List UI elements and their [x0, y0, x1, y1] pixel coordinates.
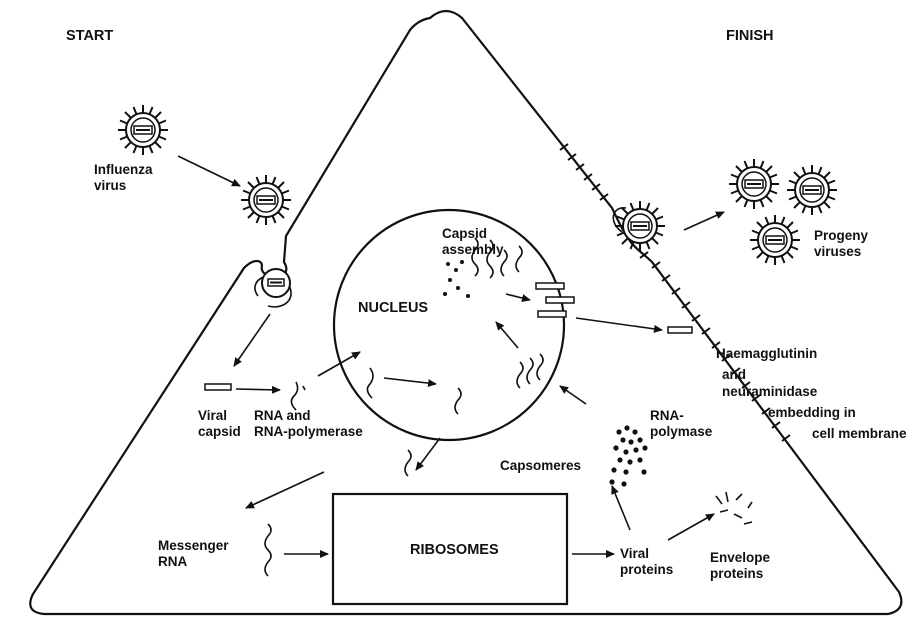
envelope-proteins-label-line2: proteins — [710, 566, 763, 581]
progeny-virus-icon-1 — [728, 158, 780, 210]
cell-triangle — [29, 9, 903, 616]
nucleus-circle — [332, 208, 566, 442]
membrane-spikes-upper — [559, 143, 609, 201]
viral-proteins-label-line1: Viral — [620, 546, 649, 561]
finish-label: FINISH — [726, 28, 774, 44]
rna-strands — [264, 237, 544, 577]
influenza-virus-icon — [117, 104, 169, 156]
envelope-proteins-label-line1: Envelope — [710, 550, 771, 565]
rna-polymerase-label-line2: RNA-polymerase — [254, 424, 363, 439]
progeny-virus-icon-3 — [749, 214, 801, 266]
progeny-virus-icon-2 — [786, 164, 838, 216]
endosome-icon — [261, 268, 291, 298]
capsomere-dots — [609, 425, 648, 487]
influenza-label-line1: Influenza — [94, 162, 153, 177]
haem-label-line5: cell membrane — [812, 426, 907, 441]
haem-label-line4: embedding in — [768, 405, 856, 420]
messenger-rna-label-line1: Messenger — [158, 538, 229, 553]
haem-label-line1: Haemagglutinin — [716, 346, 817, 361]
influenza-label-line2: virus — [94, 178, 126, 193]
progeny-label-line1: Progeny — [814, 228, 869, 243]
messenger-rna-label-line2: RNA — [158, 554, 187, 569]
assembled-capsids-icon — [535, 282, 575, 318]
membrane-spikes-lower — [639, 251, 791, 442]
attaching-virus-icon — [240, 174, 292, 226]
rna-polymerase-label-line1: RNA and — [254, 408, 311, 423]
viral-capsid-icon — [204, 383, 232, 391]
flow-arrows — [177, 155, 725, 558]
capsid-assembly-dots — [443, 260, 470, 298]
viral-capsid-label-line1: Viral — [198, 408, 227, 423]
membrane-protein-icon — [667, 326, 693, 334]
ribosomes-label: RIBOSOMES — [410, 542, 499, 558]
envelope-protein-marks — [715, 491, 753, 525]
ribosomes-box — [331, 492, 569, 606]
haem-label-line3: neuraminidase — [722, 384, 818, 399]
start-label: START — [66, 28, 113, 44]
capsid-assembly-label-line1: Capsid — [442, 226, 487, 241]
capsid-assembly-label-line2: assembly — [442, 242, 504, 257]
haem-label-line2: and — [722, 367, 746, 382]
rna-polymase-label-line2: polymase — [650, 424, 713, 439]
nucleus-label: NUCLEUS — [358, 300, 428, 316]
viral-proteins-label-line2: proteins — [620, 562, 673, 577]
budding-virus-icon — [614, 200, 666, 252]
progeny-label-line2: viruses — [814, 244, 861, 259]
rna-polymase-label-line1: RNA- — [650, 408, 684, 423]
viral-capsid-label-line2: capsid — [198, 424, 241, 439]
capsomeres-label: Capsomeres — [500, 458, 581, 473]
